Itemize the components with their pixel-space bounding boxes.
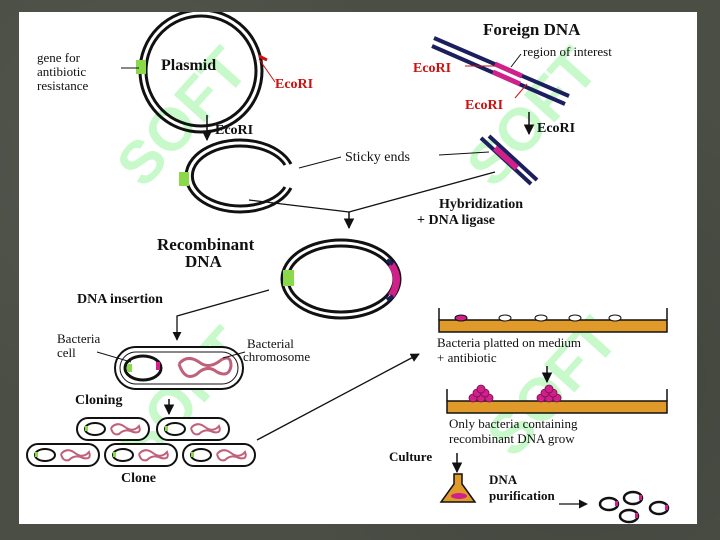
hybridization-label: Hybridization + DNA ligase [417,197,527,228]
ecori-arrow-label-right: EcoRI [537,121,575,136]
antibiotic-gene-marker [136,60,146,74]
colony [454,314,468,322]
plasmid-label: Plasmid [161,57,216,74]
recombinant-insert [387,261,400,298]
plasmid: Plasmid EcoRI [136,12,313,134]
slide: SOFT SOFT SOFT SOFT Plasmid EcoRI gene f… [19,12,697,524]
clone-cell [182,443,256,467]
plated-label: Bacteria platted on medium + antibiotic [437,335,584,365]
clone-cell [104,443,178,467]
foreign-dna-label: Foreign DNA [483,20,581,39]
colony [498,314,512,322]
bacterial-chromosome-label: Bacterial chromosome [243,336,310,364]
bacteria-cell [114,346,244,390]
purified-plasmid [648,500,670,516]
dna-purification-label: DNA purification [489,472,555,503]
culture-label: Culture [389,449,432,464]
foreign-ecori-label-2: EcoRI [465,98,503,113]
sticky-ends-label: Sticky ends [345,150,410,165]
dna-fragment [479,134,539,186]
colony [568,314,582,322]
purified-plasmids [598,490,670,524]
colony [534,314,548,322]
purified-plasmid [622,490,644,506]
ecori-arrow-label-left: EcoRI [215,123,253,138]
cloning-label: Cloning [75,393,122,408]
clone-cell [156,417,230,441]
recombinant-plasmid [280,238,402,320]
region-of-interest-marker [493,61,524,79]
plasmid-ecori-label: EcoRI [275,77,313,92]
only-bacteria-label: Only bacteria containing recombinant DNA… [449,416,581,446]
purified-plasmid [618,508,640,524]
culture-flask [439,473,477,503]
colony-cluster [468,384,494,403]
ecori-site-marker [258,54,268,62]
plate-antibiotic [446,384,668,414]
cut-plasmid [179,138,293,214]
colony-cluster [536,384,562,403]
foreign-ecori-label-1: EcoRI [413,61,451,76]
foreign-dna [431,36,570,106]
region-of-interest-label: region of interest [523,44,612,59]
cloning-diagram: SOFT SOFT SOFT SOFT Plasmid EcoRI gene f… [26,12,670,524]
clone-cell [26,443,100,467]
recombinant-gene-marker [283,270,294,286]
plate-medium [438,308,668,333]
bacterial-chromosome [177,356,233,378]
colony [608,314,622,322]
recombinant-dna-label: Recombinant DNA [157,235,259,271]
clone-cell [76,417,150,441]
clone-label: Clone [121,471,156,486]
dna-insertion-label: DNA insertion [77,292,163,307]
purified-plasmid [598,496,620,512]
gene-for-antibiotic-resistance-label: gene for antibiotic resistance [37,50,89,93]
bacteria-cell-label: Bacteria cell [57,331,104,360]
clone-cells [26,417,256,467]
